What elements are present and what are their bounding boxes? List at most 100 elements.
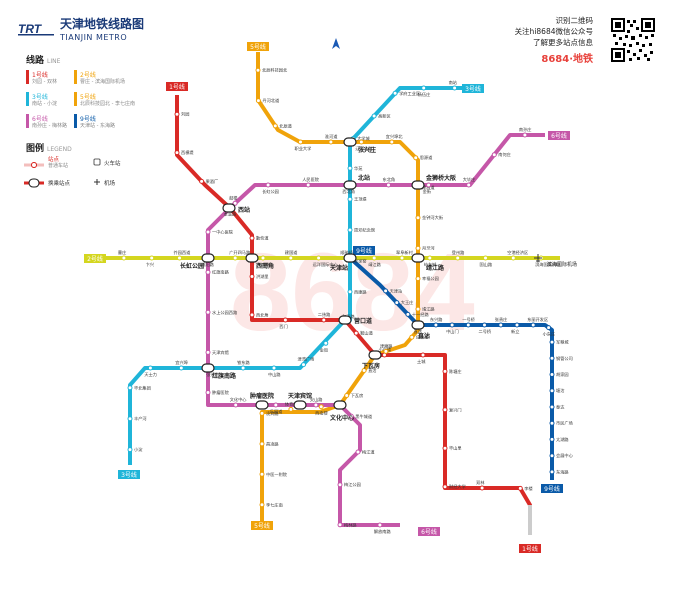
station-dot[interactable] xyxy=(205,390,211,395)
station-dot[interactable] xyxy=(316,255,322,261)
station-dot[interactable] xyxy=(347,196,353,202)
station-dot[interactable] xyxy=(233,402,239,408)
station-dot[interactable] xyxy=(383,348,389,354)
station-dot[interactable] xyxy=(149,255,155,261)
station-dot[interactable] xyxy=(355,449,361,455)
station-dot[interactable] xyxy=(249,235,255,241)
station-dot[interactable] xyxy=(301,362,306,368)
station-dot[interactable] xyxy=(255,67,261,73)
station-dot[interactable] xyxy=(199,178,205,184)
station-dot[interactable] xyxy=(482,322,487,328)
station-dot[interactable] xyxy=(530,322,536,328)
station-dot[interactable] xyxy=(288,406,294,412)
station-dot[interactable] xyxy=(205,349,211,355)
station-dot[interactable] xyxy=(127,385,133,391)
station-dot[interactable] xyxy=(549,388,555,394)
station-dot[interactable] xyxy=(323,340,329,346)
station-dot[interactable] xyxy=(442,407,448,413)
station-dot[interactable] xyxy=(178,365,184,371)
station-dot[interactable] xyxy=(249,274,255,279)
station-dot[interactable] xyxy=(409,334,415,340)
station-dot[interactable] xyxy=(271,365,277,371)
station-dot[interactable] xyxy=(549,339,555,345)
station-dot[interactable] xyxy=(174,111,180,117)
station-dot[interactable] xyxy=(337,522,343,528)
station-dot[interactable] xyxy=(415,215,421,221)
station-dot[interactable] xyxy=(232,255,238,261)
station-dot[interactable] xyxy=(549,355,555,361)
station-dot[interactable] xyxy=(517,485,523,491)
station-dot[interactable] xyxy=(514,322,520,328)
station-dot[interactable] xyxy=(205,229,211,235)
station-dot[interactable] xyxy=(549,420,555,426)
station-dot[interactable] xyxy=(549,404,555,410)
station-dot[interactable] xyxy=(466,182,472,188)
station-dot[interactable] xyxy=(282,317,288,323)
station-dot[interactable] xyxy=(413,155,419,161)
station-dot[interactable] xyxy=(174,150,180,156)
station-dot[interactable] xyxy=(483,255,488,261)
station-dot[interactable] xyxy=(405,311,411,317)
station-dot[interactable] xyxy=(386,182,391,188)
station-dot[interactable] xyxy=(353,330,359,336)
qr-code[interactable] xyxy=(611,18,655,62)
station-dot[interactable] xyxy=(348,413,354,419)
station-dot[interactable] xyxy=(273,402,279,408)
station-dot[interactable] xyxy=(522,132,528,138)
station-dot[interactable] xyxy=(259,502,265,508)
station-dot[interactable] xyxy=(549,469,555,475)
station-dot[interactable] xyxy=(549,453,555,459)
station-dot[interactable] xyxy=(498,322,504,328)
station-dot[interactable] xyxy=(347,289,353,295)
station-dot[interactable] xyxy=(205,269,211,275)
station-dot[interactable] xyxy=(415,306,421,312)
station-dot[interactable] xyxy=(260,255,266,261)
station-dot[interactable] xyxy=(347,165,353,171)
station-dot[interactable] xyxy=(371,113,377,119)
station-dot[interactable] xyxy=(249,312,255,318)
station-dot[interactable] xyxy=(394,300,400,306)
station-dot[interactable] xyxy=(455,255,461,261)
station-dot[interactable] xyxy=(377,522,383,528)
station-dot[interactable] xyxy=(313,402,319,408)
station-dot[interactable] xyxy=(433,322,439,328)
station-dot[interactable] xyxy=(265,182,271,188)
station-dot[interactable] xyxy=(318,404,324,410)
station-dot[interactable] xyxy=(255,98,261,104)
station-dot[interactable] xyxy=(427,255,433,261)
station-dot[interactable] xyxy=(426,182,432,188)
station-dot[interactable] xyxy=(298,139,303,145)
station-dot[interactable] xyxy=(420,352,426,358)
station-dot[interactable] xyxy=(344,393,350,398)
station-dot[interactable] xyxy=(399,255,405,261)
station-dot[interactable] xyxy=(361,368,367,373)
station-dot[interactable] xyxy=(127,447,133,453)
station-dot[interactable] xyxy=(392,90,398,96)
station-dot[interactable] xyxy=(259,410,265,416)
station-dot[interactable] xyxy=(549,436,555,442)
station-dot[interactable] xyxy=(347,227,353,233)
station-dot[interactable] xyxy=(479,485,485,491)
station-dot[interactable] xyxy=(272,123,278,129)
station-dot[interactable] xyxy=(546,325,552,331)
station-dot[interactable] xyxy=(259,441,265,447)
station-dot[interactable] xyxy=(205,309,211,315)
station-dot[interactable] xyxy=(305,182,311,188)
station-dot[interactable] xyxy=(321,317,327,323)
station-dot[interactable] xyxy=(449,322,455,328)
station-dot[interactable] xyxy=(121,255,127,261)
station-dot[interactable] xyxy=(127,416,133,422)
station-dot[interactable] xyxy=(442,484,448,490)
station-dot[interactable] xyxy=(232,200,238,206)
station-dot[interactable] xyxy=(328,139,334,145)
station-dot[interactable] xyxy=(147,365,153,371)
station-dot[interactable] xyxy=(510,255,516,261)
station-dot[interactable] xyxy=(415,245,421,251)
station-dot[interactable] xyxy=(337,482,343,488)
station-dot[interactable] xyxy=(389,139,395,145)
station-dot[interactable] xyxy=(452,85,458,91)
station-dot[interactable] xyxy=(442,445,448,451)
station-dot[interactable] xyxy=(371,255,377,261)
station-dot[interactable] xyxy=(177,255,182,261)
station-dot[interactable] xyxy=(415,276,421,282)
